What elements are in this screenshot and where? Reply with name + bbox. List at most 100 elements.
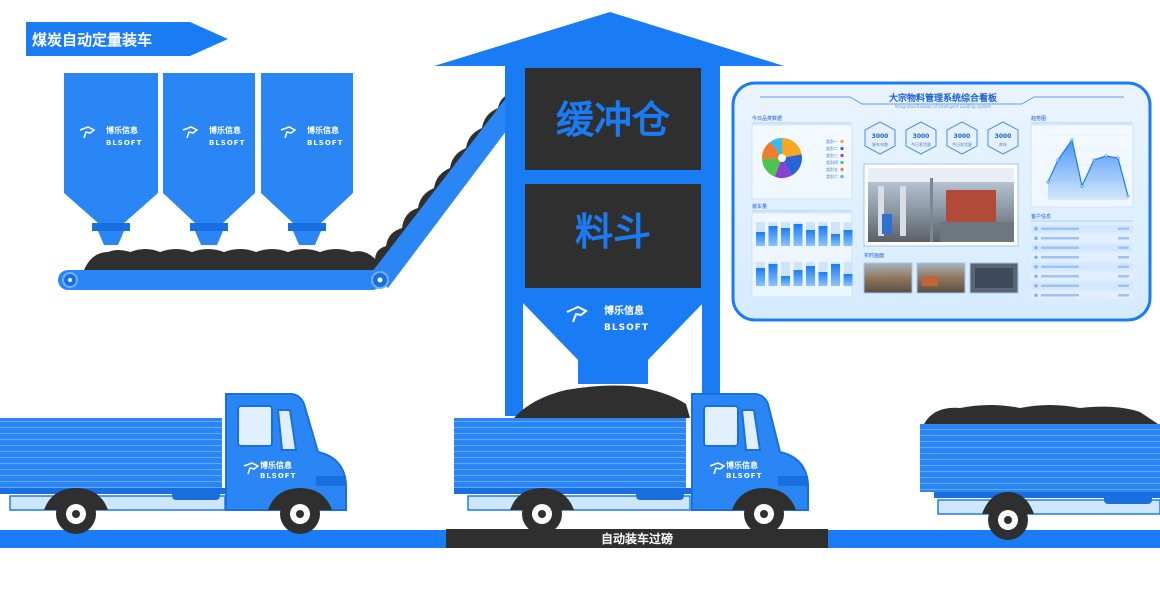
- row-text: [1041, 256, 1079, 259]
- silo-group: 博乐信息 BLSOFT 博乐信息 BLSOFT 博乐信息 BLSOFT: [64, 73, 353, 245]
- loading-volume-panel: 装车量: [751, 203, 853, 298]
- stat-value: 3000: [913, 133, 930, 140]
- dashboard-title: 大宗物料管理系统综合看板: [889, 92, 998, 104]
- stat-label: 库存: [999, 141, 1007, 147]
- list-row: [1031, 272, 1133, 280]
- stat-value: 3000: [872, 133, 889, 140]
- bar-chart-lower: [756, 262, 853, 286]
- pie-slice: [762, 141, 782, 160]
- title-banner: 煤炭自动定量装车: [26, 22, 228, 56]
- legend-dot: [840, 167, 844, 172]
- bar: [818, 272, 828, 286]
- pie-slice: [782, 154, 802, 176]
- row-value: [1118, 246, 1129, 249]
- legend-label: 类别四: [826, 159, 838, 165]
- list-row: [1031, 253, 1133, 261]
- trend-panel: 趋势图: [1030, 115, 1134, 208]
- section-title: 趋势图: [1031, 115, 1046, 122]
- stat-hexagon: 3000 今日发货量: [946, 121, 978, 155]
- truck-logo-cn: 博乐信息: [260, 460, 292, 470]
- list-row: [1031, 291, 1133, 299]
- legend-dot: [840, 146, 844, 151]
- silo: 博乐信息 BLSOFT: [163, 73, 255, 245]
- pie-center: [778, 154, 786, 162]
- weighbridge-label: 自动装车过磅: [601, 531, 673, 546]
- list-row: [1031, 234, 1133, 242]
- list-row: [1031, 244, 1133, 252]
- pie-slice: [762, 158, 782, 177]
- buffer-bin: [525, 68, 701, 170]
- silo-logo-cn: 博乐信息: [209, 125, 241, 135]
- hopper-label: 料斗: [575, 210, 651, 254]
- truck: 博乐信息 BLSOFT: [454, 393, 809, 534]
- row-text: [1041, 284, 1079, 287]
- customer-list: [1031, 225, 1133, 299]
- trend-point: [1092, 158, 1096, 162]
- section-title: 实时画面: [864, 252, 884, 259]
- row-value: [1118, 294, 1129, 297]
- bar: [793, 270, 803, 286]
- bar: [756, 268, 765, 286]
- pie-slice: [770, 138, 782, 158]
- blsoft-logo-icon: [182, 126, 199, 139]
- bar-chart-upper: [756, 222, 853, 246]
- row-icon: [1034, 283, 1038, 288]
- row-value: [1118, 284, 1129, 287]
- trend-line: [1047, 138, 1129, 197]
- legend-dot: [840, 139, 844, 144]
- camera-thumbnails: [863, 262, 1019, 294]
- row-text: [1041, 246, 1079, 249]
- legend-label: 类别五: [826, 166, 838, 172]
- legend-dot: [840, 153, 844, 158]
- row-text: [1041, 237, 1079, 240]
- row-value: [1118, 265, 1129, 268]
- trend-point: [1070, 138, 1074, 142]
- truck-logo-cn: 博乐信息: [726, 460, 758, 470]
- stat-label: 今日发货量: [952, 141, 972, 147]
- customer-panel: 客户信息: [1031, 213, 1133, 299]
- row-value: [1118, 256, 1129, 259]
- stat-hexagon: 3000 装车车数: [864, 121, 896, 155]
- row-icon: [1034, 264, 1038, 269]
- silo-logo-en: BLSOFT: [209, 139, 245, 147]
- list-row: [1031, 282, 1133, 290]
- trend-line-chart: [1046, 134, 1130, 200]
- silo: 博乐信息 BLSOFT: [64, 73, 158, 245]
- blsoft-logo-icon: [709, 462, 726, 475]
- trend-point: [1046, 180, 1050, 184]
- bar: [806, 230, 815, 246]
- tower-logo-cn: 博乐信息: [604, 304, 644, 317]
- row-value: [1118, 275, 1129, 278]
- hopper-box: [525, 184, 701, 288]
- row-text: [1041, 294, 1079, 297]
- silo: 博乐信息 BLSOFT: [261, 73, 353, 245]
- section-title: 今日品类数据: [752, 115, 782, 122]
- legend-label: 类别一: [826, 138, 838, 144]
- conveyor-belt: [58, 92, 523, 290]
- trend-point: [1104, 154, 1108, 158]
- blsoft-logo-icon: [566, 305, 588, 323]
- stat-label: 装车车数: [872, 141, 888, 147]
- row-icon: [1034, 274, 1038, 279]
- bar: [768, 226, 778, 246]
- category-pie-chart: [762, 138, 802, 178]
- silo-logo-cn: 博乐信息: [106, 125, 138, 135]
- banner-title: 煤炭自动定量装车: [32, 31, 152, 49]
- truck: 博乐信息 BLSOFT: [0, 393, 347, 534]
- legend-dot: [840, 174, 844, 179]
- bar: [768, 264, 778, 286]
- trend-point: [1126, 194, 1130, 198]
- row-text: [1041, 275, 1079, 278]
- bar: [843, 230, 853, 246]
- stat-hexagon: 3000 库存: [987, 121, 1019, 155]
- area-fill: [1048, 140, 1128, 200]
- trend-point: [1080, 184, 1084, 188]
- dashboard-subtitle: Integrated Kanban of Intelligent Loading…: [895, 104, 992, 109]
- truck-logo-en: BLSOFT: [260, 472, 296, 480]
- bar: [781, 276, 790, 286]
- blsoft-logo-icon: [243, 462, 260, 475]
- buffer-bin-label: 缓冲仓: [556, 98, 671, 142]
